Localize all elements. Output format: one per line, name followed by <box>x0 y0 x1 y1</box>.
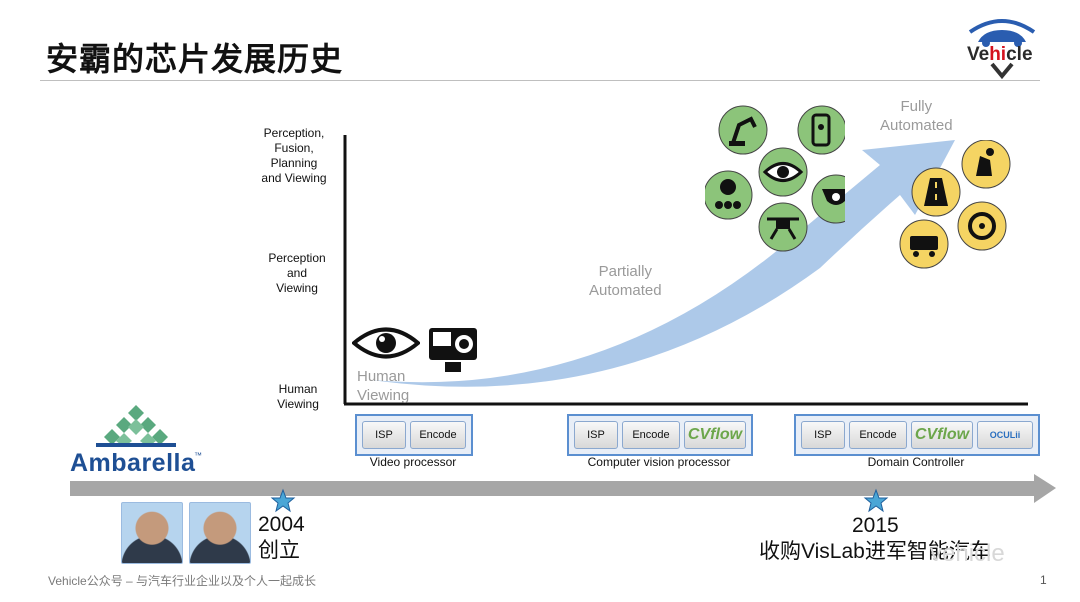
domain-controller-label: Domain Controller <box>867 455 965 469</box>
automation-arrow <box>372 140 955 387</box>
drone-icon <box>758 202 808 252</box>
chip-encode: Encode <box>410 421 466 449</box>
founder-photo-1 <box>121 502 183 564</box>
chip-oculii: OCULii <box>977 421 1033 449</box>
milestone-2015-event: 收购VisLab进军智能汽车 <box>759 540 991 563</box>
cv-processor-label: Computer vision processor <box>587 455 731 469</box>
timeline-arrowhead <box>1034 474 1056 503</box>
security-camera-icon <box>811 174 845 224</box>
milestone-2004-year: 2004 <box>258 513 305 536</box>
stage-partially-automated: Partially Automated <box>589 263 662 299</box>
highway-icon <box>911 167 961 217</box>
video-processor-box: ISP Encode <box>355 414 473 456</box>
robot-arm-icon <box>718 105 768 155</box>
delivery-robot-icon <box>899 219 949 269</box>
company-name: Ambarella <box>70 449 196 477</box>
company-trademark: ™ <box>194 451 202 460</box>
timeline-bar <box>70 481 1036 496</box>
driver-seat-icon <box>961 140 1011 189</box>
chip-cvflow: CVflow <box>684 421 746 449</box>
y-label-bottom: Human Viewing <box>277 382 319 411</box>
stage-human-viewing: Human Viewing <box>357 368 410 404</box>
domain-controller-box: ISP Encode CVflow OCULii <box>794 414 1040 456</box>
chip-isp: ISP <box>801 421 845 449</box>
eye-icon <box>352 327 420 359</box>
milestone-2015-year: 2015 <box>852 514 899 537</box>
chip-encode: Encode <box>622 421 680 449</box>
founder-photo-2 <box>189 502 251 564</box>
ambarella-logo-icon <box>96 405 176 447</box>
footer-text: Vehicle公众号 – 与汽车行业企业以及个人一起成长 <box>48 574 317 588</box>
face-recognition-icon <box>705 170 753 220</box>
chip-isp: ISP <box>362 421 406 449</box>
star-icon-2004 <box>270 488 296 513</box>
logo-text: Vehicle <box>967 44 1033 65</box>
full-icons-cluster <box>899 140 1011 269</box>
star-icon-2015 <box>863 488 889 513</box>
partial-icons-cluster <box>705 105 845 252</box>
action-camera-icon <box>429 328 477 372</box>
y-label-top: Perception, Fusion, Planning and Viewing <box>261 126 327 185</box>
title-divider <box>40 80 1040 81</box>
y-label-middle: Perception and Viewing <box>268 251 326 295</box>
chip-isp: ISP <box>574 421 618 449</box>
vehicle-logo <box>968 19 1036 80</box>
stage-fully-automated: Fully Automated <box>880 98 953 134</box>
milestone-2004-event: 创立 <box>258 539 300 562</box>
door-lock-icon <box>797 105 845 155</box>
video-processor-label: Video processor <box>369 455 457 469</box>
watermark: vehicle <box>930 540 1005 567</box>
eye-camera-icon <box>758 147 808 197</box>
cv-processor-box: ISP Encode CVflow <box>567 414 753 456</box>
chip-encode: Encode <box>849 421 907 449</box>
chip-cvflow: CVflow <box>911 421 973 449</box>
page-title: 安霸的芯片发展历史 <box>46 41 344 77</box>
steering-wheel-icon <box>957 201 1007 251</box>
page-number: 1 <box>1040 573 1047 587</box>
